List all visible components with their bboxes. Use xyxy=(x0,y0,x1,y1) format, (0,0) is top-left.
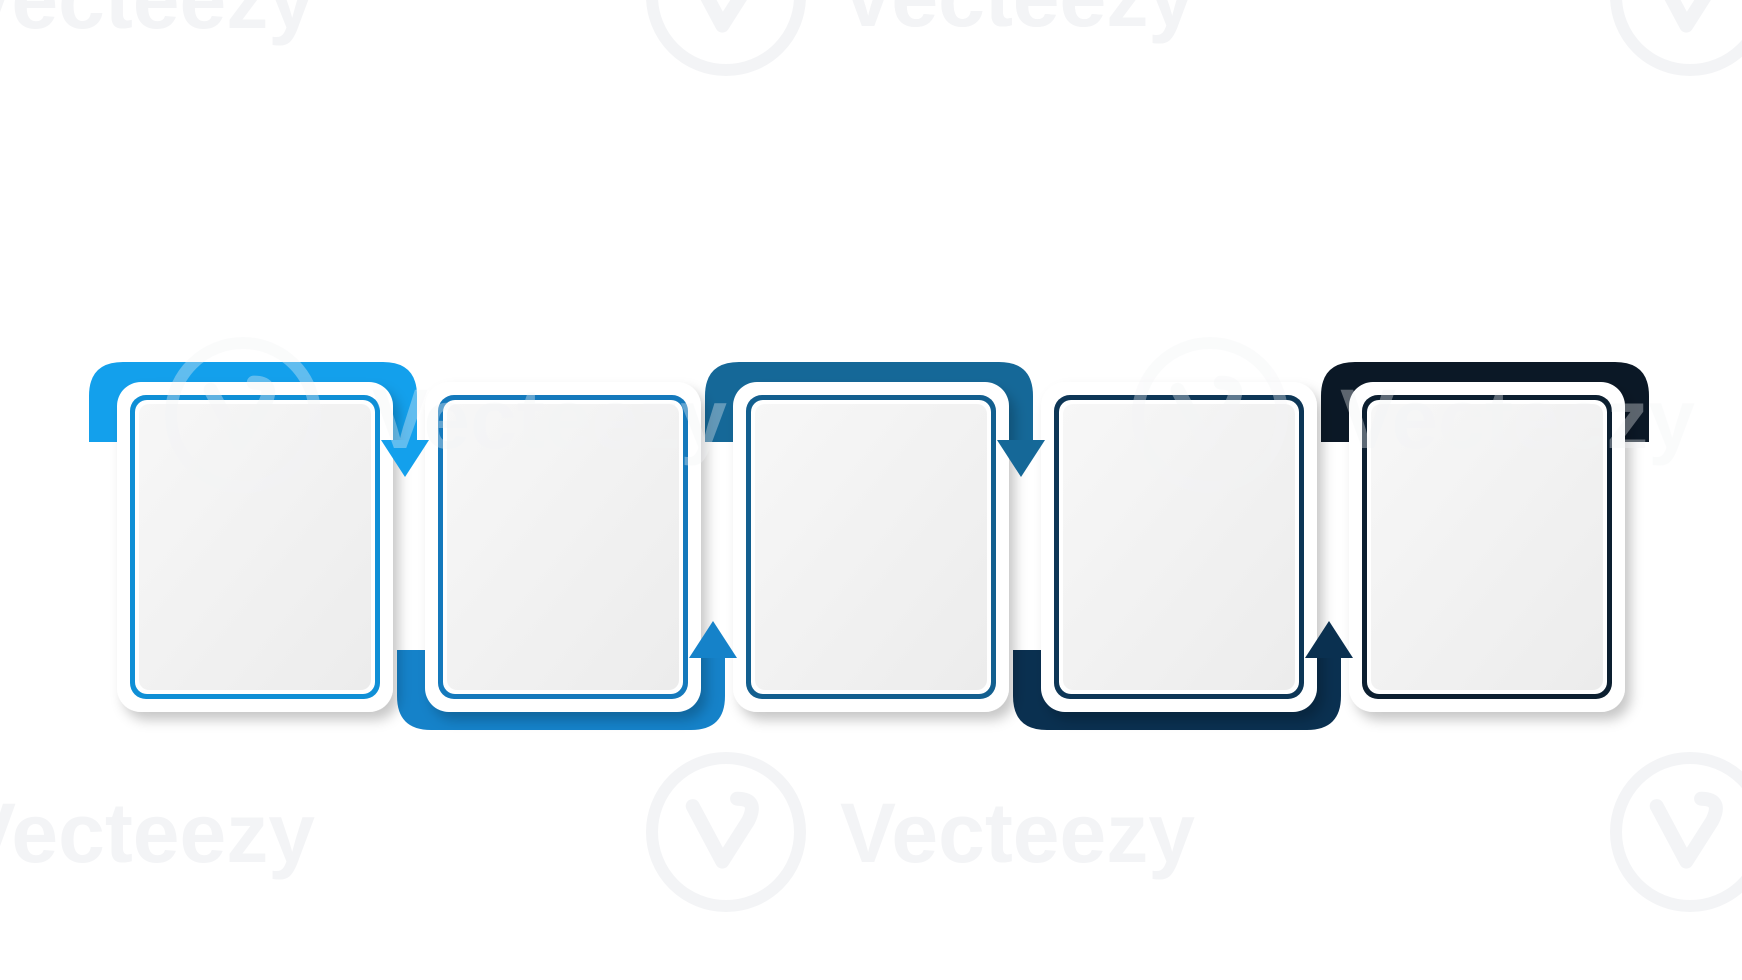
arrow-down-after-step-1 xyxy=(381,440,429,477)
watermark-logo xyxy=(1610,0,1742,76)
watermark-logo xyxy=(165,337,321,493)
watermark-text-fragment: Vecteezy xyxy=(840,0,1195,44)
step-card-panel-2 xyxy=(447,404,679,690)
watermark-text-overlay: Vecteezy xyxy=(1340,372,1695,466)
step-card-panel-1 xyxy=(139,404,371,690)
arrow-up-after-step-2 xyxy=(689,621,737,658)
step-card-5 xyxy=(1349,382,1625,712)
step-card-4 xyxy=(1041,382,1317,712)
watermark-text: Vecteezy xyxy=(840,786,1195,880)
connector-arrows xyxy=(381,440,1353,658)
watermark-text-fragment: Vecteezy xyxy=(0,786,315,880)
arrow-down-after-step-3 xyxy=(997,440,1045,477)
step-card-2 xyxy=(425,382,701,712)
watermark-text-overlay: Vecteezy xyxy=(372,372,727,466)
step-card-3 xyxy=(733,382,1009,712)
step-card-panel-5 xyxy=(1371,404,1603,690)
step-cards xyxy=(117,382,1625,712)
arrow-up-after-step-4 xyxy=(1305,621,1353,658)
step-card-panel-4 xyxy=(1063,404,1295,690)
watermark-logo xyxy=(1610,752,1742,912)
step-card-panel-3 xyxy=(755,404,987,690)
step-card-1 xyxy=(117,382,393,712)
watermark-text-fragment: Vecteezy xyxy=(0,0,315,46)
watermark-logo: Vecteezy xyxy=(646,0,1195,76)
watermark-overlay: Vecteezy Vecteezy xyxy=(165,337,1695,493)
watermark-text: Vecteezy xyxy=(840,0,1195,44)
watermark-logo xyxy=(1132,337,1288,493)
watermark: VecteezyVecteezyVecteezyVecteezyVecteezy xyxy=(0,0,1742,912)
watermark-logo: Vecteezy xyxy=(646,752,1195,912)
